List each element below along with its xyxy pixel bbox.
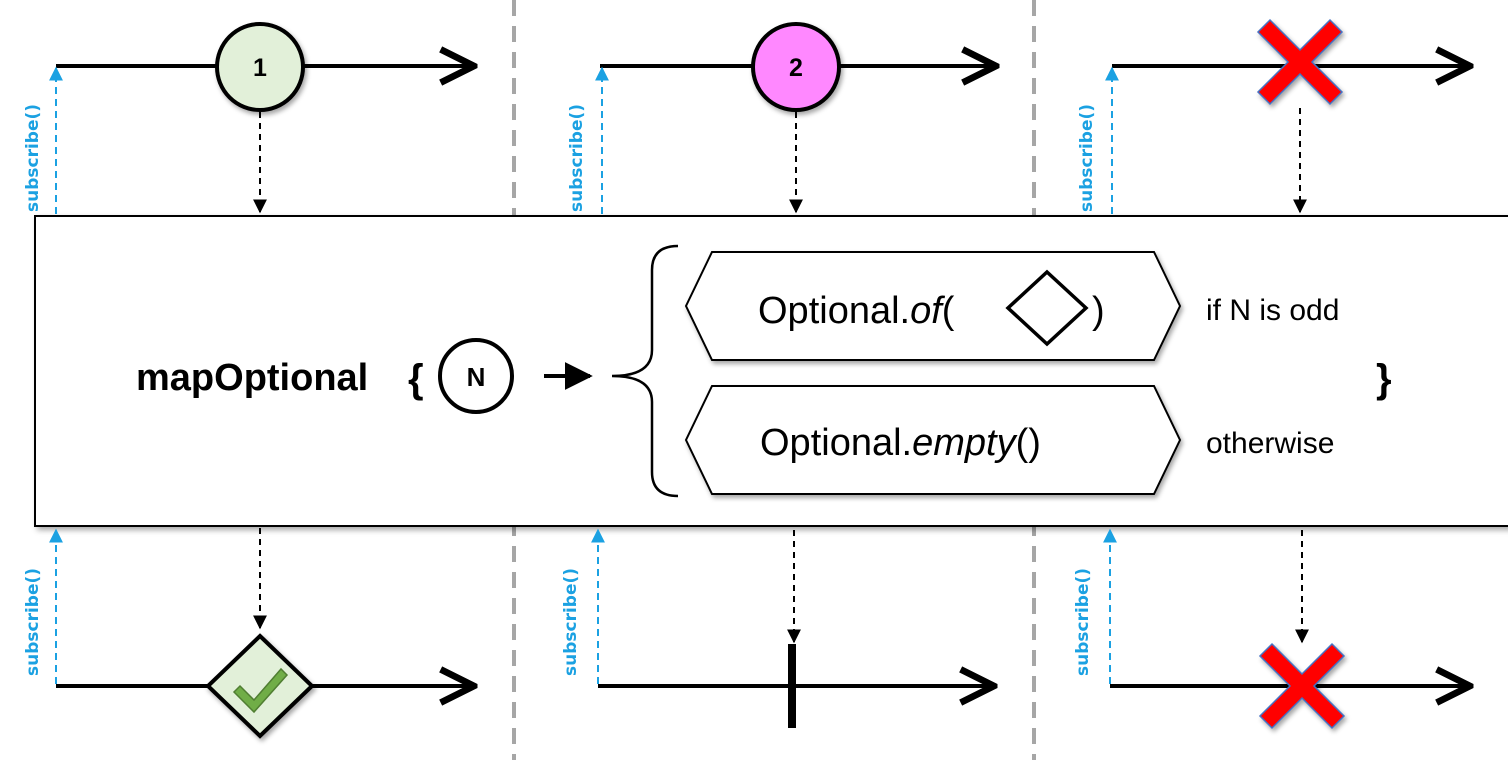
subscribe-label: subscribe() [23, 104, 43, 212]
error-x-icon [1258, 642, 1346, 730]
subscribe-label: subscribe() [1077, 104, 1097, 212]
value-marble-2 [751, 22, 841, 112]
error-x-icon [1256, 18, 1344, 106]
subscribe-label: subscribe() [567, 104, 587, 212]
subscribe-label: subscribe() [23, 568, 43, 676]
operator-name: mapOptional [136, 357, 368, 399]
param-circle [438, 338, 514, 414]
branch-empty-shape [684, 385, 1182, 495]
subscribe-label: subscribe() [561, 568, 581, 676]
branch-empty-text: Optional.empty() [760, 422, 1041, 464]
branch-brace [611, 244, 679, 498]
param-label: N [467, 362, 486, 392]
subscribe-label: subscribe() [1073, 568, 1093, 676]
checkmark-icon [232, 667, 289, 714]
condition-otherwise: otherwise [1206, 427, 1334, 460]
branch-of-close: ) [1092, 290, 1105, 332]
value-diamond-icon [1005, 269, 1089, 347]
operator-open-brace: { [408, 357, 424, 401]
value-marble-1 [215, 22, 305, 112]
branch-of-text: Optional.of( [758, 290, 955, 332]
marble-label: 2 [789, 54, 803, 82]
success-diamond-icon [205, 633, 315, 739]
marble-label: 1 [253, 54, 267, 82]
condition-odd: if N is odd [1206, 294, 1339, 327]
operator-close-brace: } [1376, 357, 1392, 401]
